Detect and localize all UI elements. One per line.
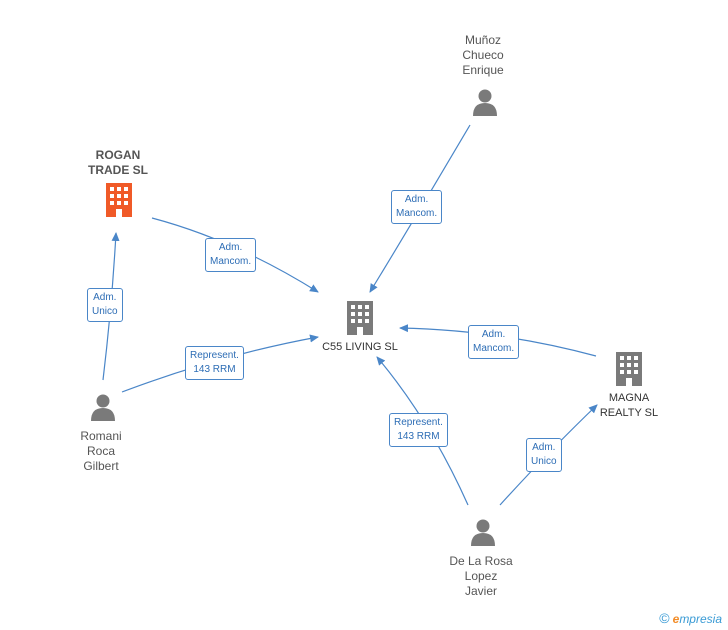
node-line: Gilbert [83, 459, 119, 473]
edge-line: Adm. [532, 442, 556, 453]
node-label-magna[interactable]: MAGNA REALTY SL [589, 391, 669, 421]
building-icon-c55 [347, 301, 373, 335]
edge-line: Unico [531, 456, 557, 467]
node-line: Javier [464, 584, 497, 598]
copyright-icon: © [659, 610, 670, 626]
person-icon-delarosa [471, 519, 495, 546]
brand-footer: ©empresia [659, 610, 722, 626]
edge-line: Represent. [190, 350, 239, 361]
edge-label-rogan-c55[interactable]: Adm. Mancom. [205, 238, 257, 272]
node-line: Romani [80, 429, 122, 443]
node-label-munoz[interactable]: Muñoz Chueco Enrique [443, 33, 523, 78]
node-line: Muñoz [464, 33, 502, 47]
edge-label-delarosa-magna[interactable]: Adm. Unico [526, 438, 562, 472]
node-line: Chueco [462, 48, 504, 62]
person-icon-romani [91, 394, 115, 421]
building-icon-magna [616, 352, 642, 386]
node-line: Roca [86, 444, 115, 458]
node-label-c55[interactable]: C55 LIVING SL [308, 340, 412, 355]
edge-line: Adm. [404, 194, 429, 205]
brand-logo-text: mpresia [679, 612, 722, 626]
edge-line: Adm. [93, 292, 117, 303]
node-line: De La Rosa [449, 554, 513, 568]
person-icon-munoz [473, 89, 497, 116]
edge-line: Mancom. [396, 208, 438, 219]
edge-line: Adm. [481, 329, 506, 340]
node-line: Lopez [464, 569, 498, 583]
brand-logo-e: e [672, 612, 680, 626]
edge-label-delarosa-c55[interactable]: Represent. 143 RRM [389, 413, 448, 447]
edge-label-romani-rogan[interactable]: Adm. Unico [87, 288, 123, 322]
node-line: C55 LIVING SL [322, 341, 398, 353]
node-label-delarosa[interactable]: De La Rosa Lopez Javier [436, 554, 526, 599]
edge-label-munoz-c55[interactable]: Adm. Mancom. [391, 190, 443, 224]
node-line: REALTY SL [599, 407, 659, 419]
edge-line: 143 RRM [193, 364, 236, 375]
node-line: MAGNA [608, 392, 650, 404]
edge-line: Adm. [218, 242, 243, 253]
node-label-rogan[interactable]: ROGAN TRADE SL [73, 148, 163, 178]
edge-line: Mancom. [210, 256, 252, 267]
edge-line: Mancom. [473, 343, 515, 354]
node-line: TRADE SL [88, 163, 148, 177]
edge-label-magna-c55[interactable]: Adm. Mancom. [468, 325, 520, 359]
node-line: Enrique [462, 63, 504, 77]
edge-line: Represent. [394, 417, 443, 428]
node-line: ROGAN [95, 148, 141, 162]
building-icon-rogan [106, 183, 132, 217]
edge-line: 143 RRM [397, 431, 440, 442]
edge-line: Unico [92, 306, 118, 317]
node-label-romani[interactable]: Romani Roca Gilbert [61, 429, 141, 474]
edge-label-romani-c55[interactable]: Represent. 143 RRM [185, 346, 244, 380]
